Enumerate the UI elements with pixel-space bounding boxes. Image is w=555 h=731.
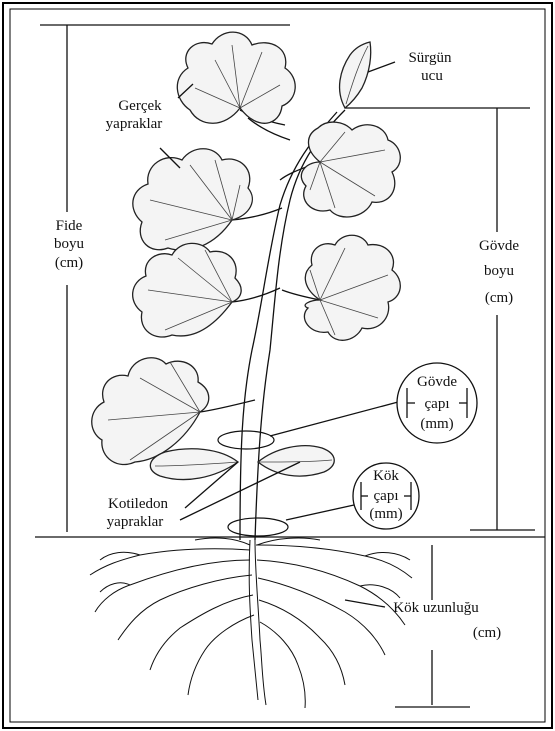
label-cotyledon-leaves: Kotiledon yapraklar xyxy=(107,496,169,530)
label-seedling-height-line2: boyu xyxy=(54,236,85,252)
label-shoot-tip-line2: ucu xyxy=(421,68,443,84)
true-leaf-3 xyxy=(133,149,253,250)
label-true-leaves: Gerçek yapraklar xyxy=(106,98,163,132)
label-true-leaves-line1: Gerçek xyxy=(118,98,162,114)
label-cotyledon-line1: Kotiledon xyxy=(108,496,168,512)
shoot-tip-pointer xyxy=(368,62,395,72)
label-stem-height-line1: Gövde xyxy=(479,238,519,254)
shoot-tip xyxy=(340,42,371,108)
label-seedling-height-line3: (cm) xyxy=(55,255,83,271)
label-stem-height-line3: (cm) xyxy=(485,290,513,306)
stem-diameter-ellipse xyxy=(218,431,274,449)
label-root-diameter-line3: (mm) xyxy=(369,506,402,522)
root-length-pointer xyxy=(345,600,385,607)
cotyledon-left xyxy=(150,449,238,480)
label-root-length-line2: (cm) xyxy=(473,625,501,641)
label-seedling-height: Fide boyu (cm) xyxy=(54,218,85,271)
label-cotyledon-line2: yapraklar xyxy=(107,514,164,530)
label-shoot-tip-line1: Sürgün xyxy=(408,50,452,66)
label-root-diameter: Kök çapı (mm) xyxy=(369,468,402,522)
true-leaf-5 xyxy=(133,243,242,337)
label-shoot-tip: Sürgün ucu xyxy=(408,50,452,84)
label-root-length: Kök uzunluğu (cm) xyxy=(393,600,501,641)
true-leaf-1 xyxy=(177,32,295,123)
stem-diameter-pointer xyxy=(270,402,398,436)
true-leaf-4 xyxy=(304,235,400,340)
label-stem-diameter-line3: (mm) xyxy=(420,416,453,432)
label-root-diameter-line2: çapı xyxy=(374,488,399,504)
cotyledon-right xyxy=(258,446,334,476)
label-stem-diameter-line2: çapı xyxy=(425,396,450,412)
label-stem-diameter-line1: Gövde xyxy=(417,374,457,390)
label-root-length-line1: Kök uzunluğu xyxy=(393,600,479,616)
label-seedling-height-line1: Fide xyxy=(56,218,83,234)
root-diameter-pointer xyxy=(286,505,354,520)
label-stem-height: Gövde boyu (cm) xyxy=(479,238,519,306)
root-length-marker xyxy=(395,545,470,707)
root-system xyxy=(90,538,412,708)
true-leaf-2 xyxy=(301,122,400,217)
label-root-diameter-line1: Kök xyxy=(373,468,399,484)
root-diameter-ellipse xyxy=(228,518,288,536)
label-stem-height-line2: boyu xyxy=(484,263,515,279)
label-true-leaves-line2: yapraklar xyxy=(106,116,163,132)
